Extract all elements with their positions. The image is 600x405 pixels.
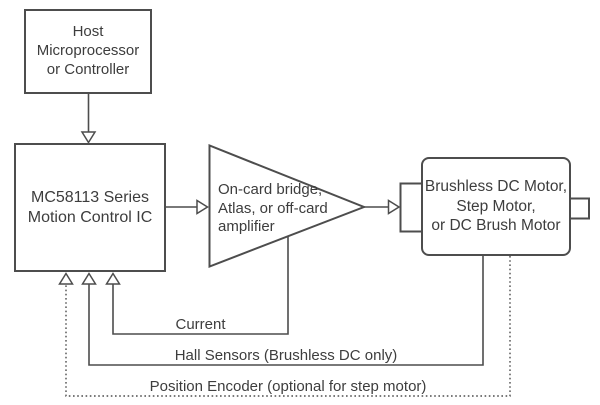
current-feedback-label: Current [175,316,226,333]
arrowhead-up-icon [81,272,97,285]
hall-sensors-feedback-line [88,255,484,366]
amplifier-label-line: On-card bridge, [218,181,323,198]
host-box-line: or Controller [46,60,130,78]
controller-box-line: MC58113 Series [31,188,149,206]
motor-box: Brushless DC Motor, Step Motor, or DC Br… [421,157,571,256]
amplifier-triangle [208,144,367,268]
position-encoder-feedback-label: Position Encoder (optional for step moto… [149,378,427,395]
host-box: Host Microprocessor or Controller [24,9,152,94]
controller-box-line: Motion Control IC [27,208,153,226]
arrowhead-right-icon [387,199,401,215]
position-encoder-feedback-line [65,256,511,397]
motor-box-line: Brushless DC Motor, [424,178,568,196]
current-feedback-line [112,236,289,335]
motor-terminal-block [399,182,424,233]
host-box-line: Microprocessor [36,42,140,60]
arrowhead-up-icon [105,272,121,285]
amplifier-label-line: amplifier [218,218,275,235]
controller-box: MC58113 Series Motion Control IC [14,143,166,272]
arrowhead-up-icon [58,272,74,285]
motor-shaft [569,197,590,220]
motor-box-line: Step Motor, [456,197,536,215]
hall-sensors-feedback-label: Hall Sensors (Brushless DC only) [174,347,398,364]
arrowhead-down-icon [80,131,97,144]
host-box-line: Host [72,23,104,41]
arrowhead-right-icon [196,199,209,215]
amplifier-label: On-card bridge, Atlas, or off-card ampli… [218,181,368,237]
amplifier-label-line: Atlas, or off-card [218,199,328,217]
motor-box-line: or DC Brush Motor [431,217,561,235]
